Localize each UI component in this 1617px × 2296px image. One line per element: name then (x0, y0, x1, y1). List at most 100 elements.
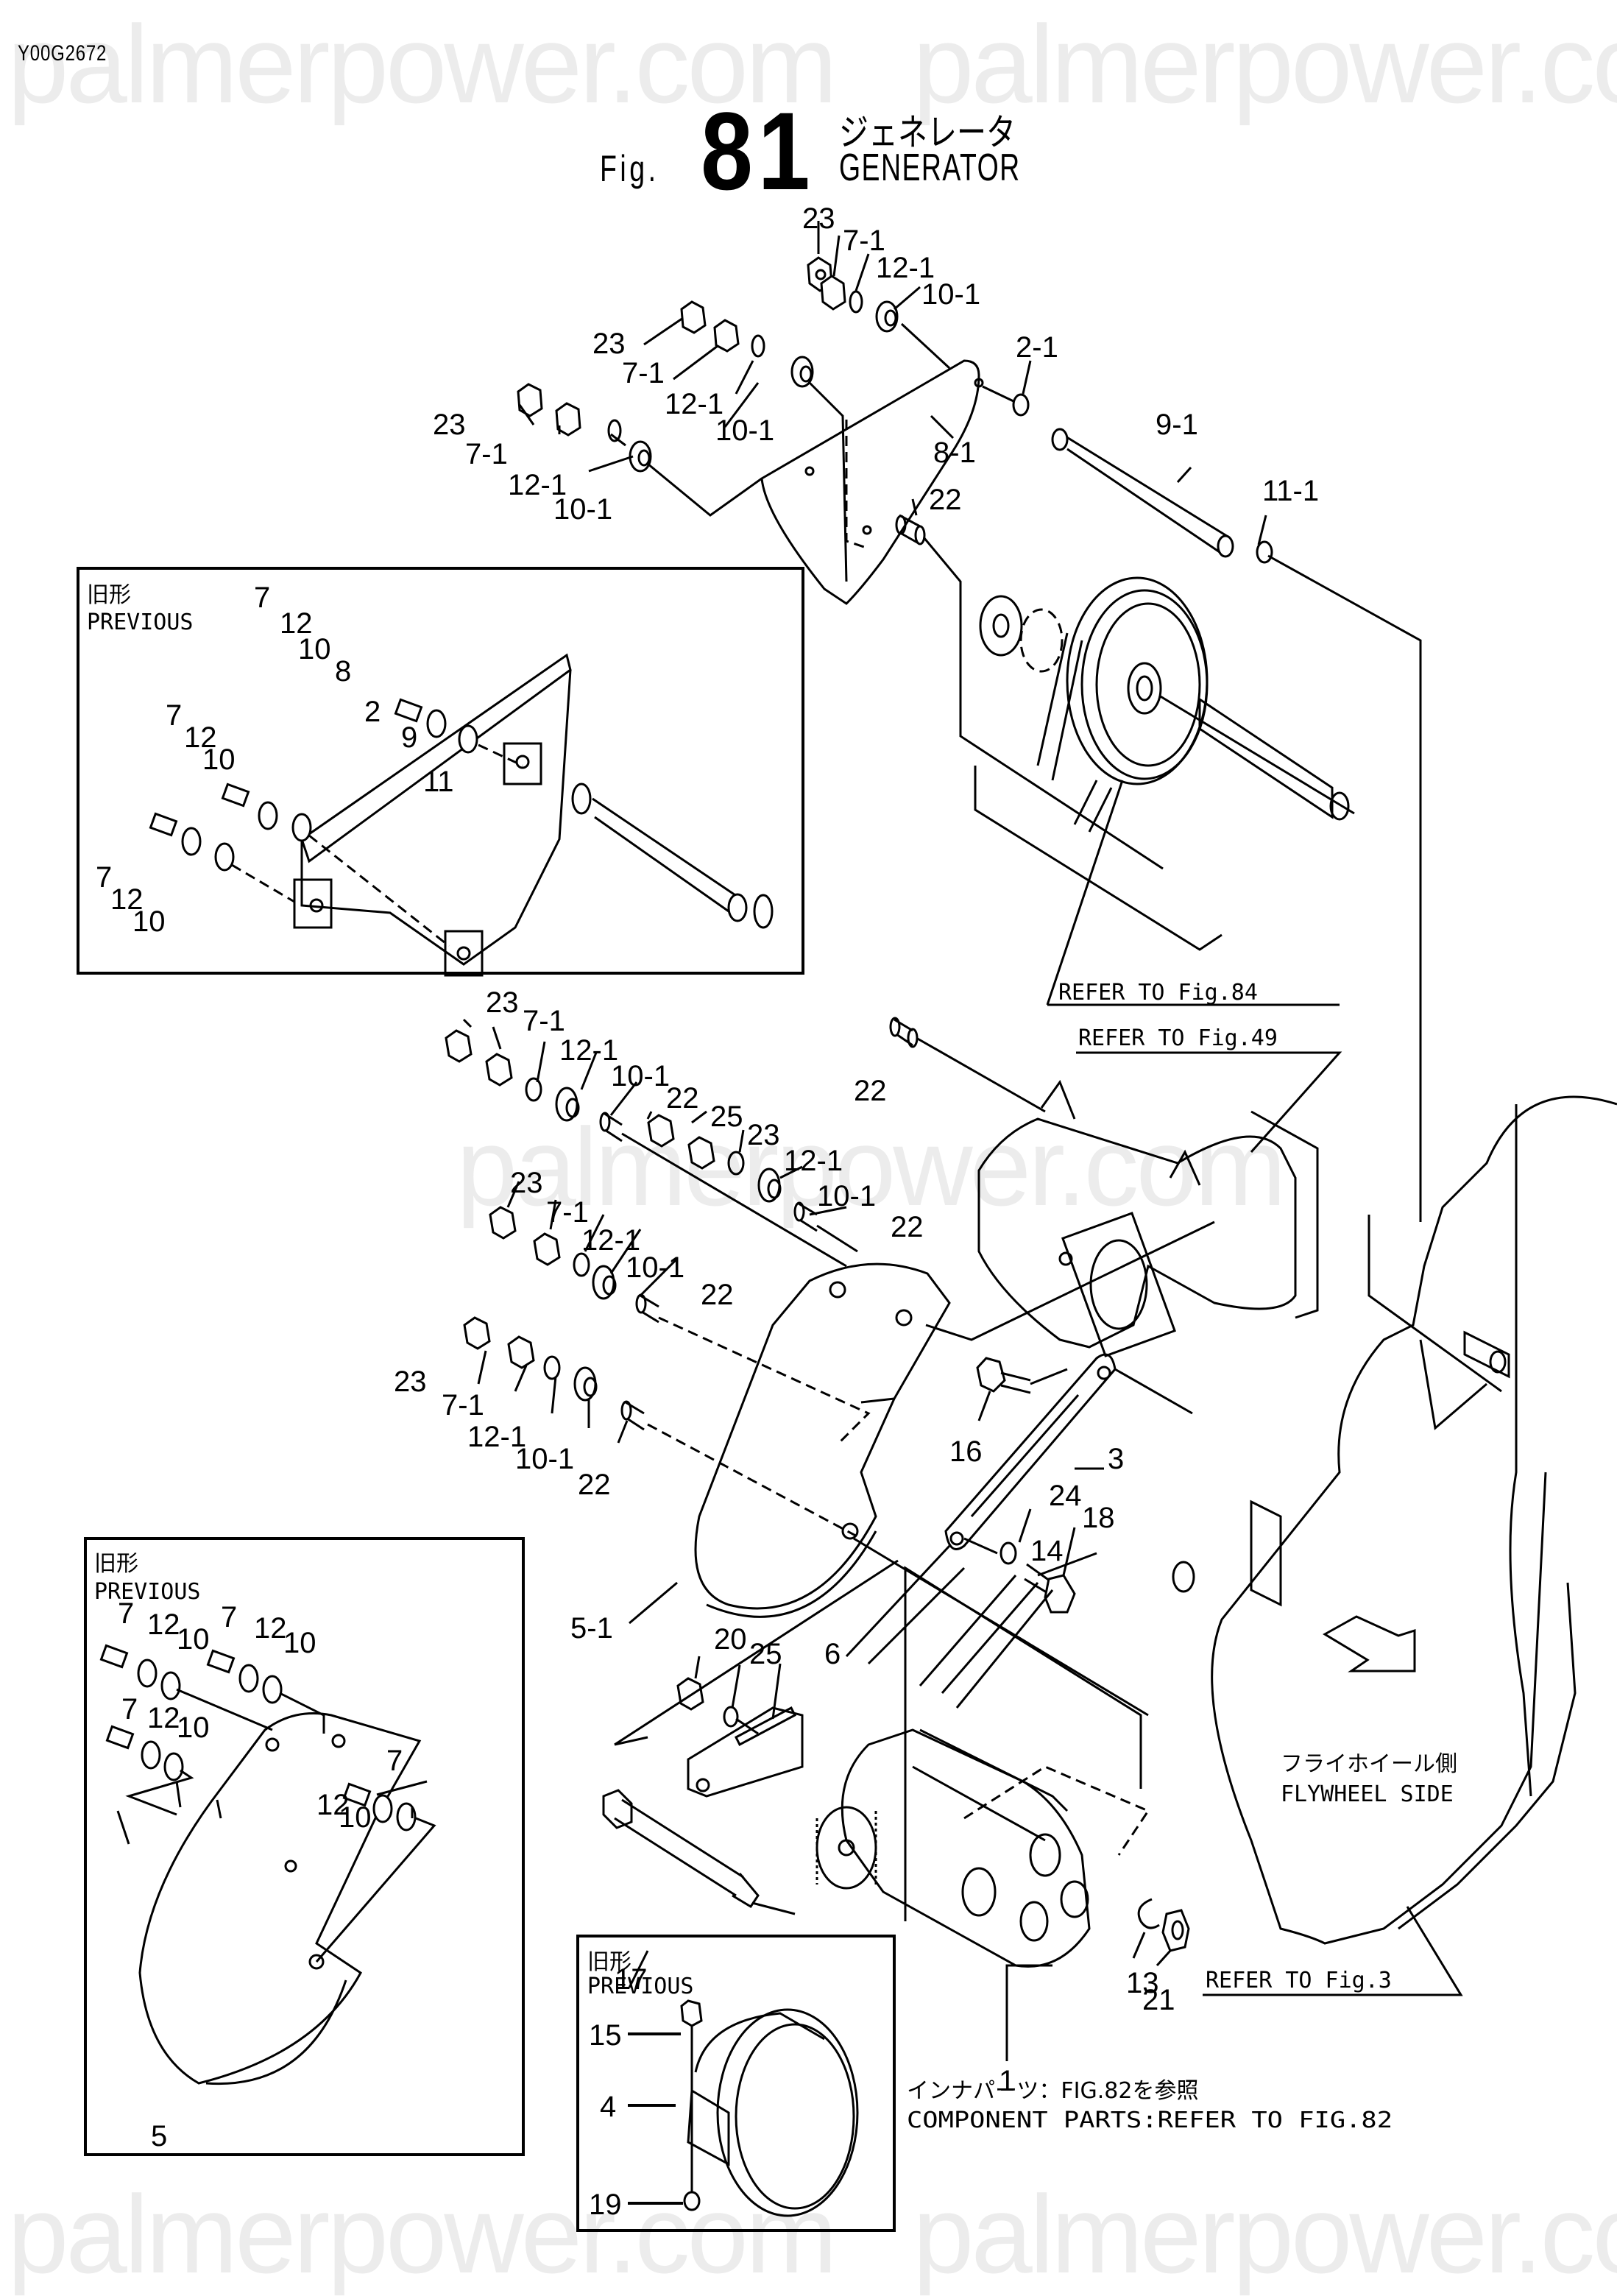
component-note-jp: インナパーツ：FIG.82を参照 (907, 2078, 1198, 2104)
label-2-1: 2-1 (1016, 331, 1058, 364)
label-9-1: 9-1 (1156, 409, 1198, 441)
label-22: 22 (929, 484, 962, 516)
label-10-1: 10-1 (611, 1060, 670, 1092)
label-10: 10 (202, 743, 236, 776)
stud-22-top (895, 514, 926, 545)
label-7-1: 7-1 (523, 1005, 565, 1037)
figure-title-jp: ジェネレータ (839, 111, 1016, 154)
shaft-9-1 (1051, 428, 1273, 564)
label-7: 7 (386, 1745, 403, 1777)
bolt-17 (602, 1789, 796, 1915)
washer-25-lower (723, 1706, 739, 1728)
label-23: 23 (394, 1366, 427, 1398)
label-10: 10 (339, 1801, 372, 1834)
label-12-1: 12-1 (467, 1421, 526, 1453)
label-7: 7 (254, 582, 270, 614)
reference-fig49: REFER TO Fig.49 (1078, 1025, 1278, 1051)
adjust-bar-3 (944, 1353, 1193, 1550)
manifold-housing (977, 1079, 1319, 1357)
label-11-1: 11-1 (1262, 475, 1319, 507)
nut-21 (1161, 1909, 1190, 1952)
label-23: 23 (433, 409, 466, 441)
watermark-bottom-right: palmerpower.com (913, 2172, 1617, 2296)
label-12-1: 12-1 (876, 252, 935, 284)
label-19: 19 (589, 2189, 622, 2221)
label-15: 15 (589, 2019, 622, 2052)
engine-block (1172, 1095, 1617, 1945)
label-10: 10 (177, 1623, 210, 1656)
fastener-stack-2 (680, 300, 814, 388)
label-7-1: 7-1 (622, 357, 665, 389)
inset-title-en: PREVIOUS (587, 1974, 694, 1999)
label-18: 18 (1082, 1502, 1115, 1534)
fastener-row-2 (647, 1114, 818, 1232)
inset-cover-labels: 7 12 10 7 12 10 7 12 10 7 12 10 5 (118, 1597, 403, 2152)
fastener-row-1 (445, 1029, 623, 1142)
label-10-1: 10-1 (626, 1251, 684, 1284)
label-12: 12 (147, 1702, 180, 1734)
component-note-en: COMPONENT PARTS:REFER TO FIG.82 (907, 2108, 1393, 2133)
inset-cover-fasteners (99, 1644, 436, 1963)
label-12-1: 12-1 (559, 1034, 618, 1067)
label-12-1: 12-1 (665, 388, 723, 420)
belt-cover-5-1 (694, 1262, 951, 1618)
inset-bracket-labels: 7 12 10 8 2 9 11 7 12 10 7 12 10 (96, 582, 454, 938)
label-7-1: 7-1 (843, 225, 885, 257)
label-16: 16 (949, 1435, 983, 1468)
watermark-top-left: palmerpower.com (7, 2, 838, 126)
figure-prefix: Fig. (600, 148, 659, 189)
leader-lines (116, 221, 1267, 1988)
label-12: 12 (254, 1612, 287, 1645)
label-22: 22 (666, 1082, 699, 1115)
label-6: 6 (824, 1638, 841, 1670)
label-22: 22 (701, 1279, 734, 1311)
label-21: 21 (1142, 1984, 1175, 2016)
label-2: 2 (364, 696, 381, 728)
label-25: 25 (710, 1101, 743, 1133)
fastener-row-4 (463, 1316, 645, 1431)
bracket-8-1 (760, 359, 984, 605)
document-id: Y00G2672 (18, 41, 107, 66)
label-12: 12 (184, 721, 217, 754)
label-1: 1 (999, 2065, 1015, 2097)
part-labels-lower: 16 3 24 18 5-1 20 25 6 14 17 13 21 1 (570, 1435, 1175, 2097)
label-12-1: 12-1 (508, 469, 567, 501)
label-10-1: 10-1 (715, 414, 774, 447)
label-23: 23 (802, 202, 835, 235)
label-14: 14 (1030, 1535, 1064, 1567)
label-22: 22 (854, 1075, 887, 1107)
nut-20 (676, 1677, 704, 1711)
label-23: 23 (510, 1167, 543, 1199)
label-24: 24 (1049, 1480, 1082, 1512)
label-10: 10 (298, 633, 331, 665)
washer-24 (999, 1541, 1017, 1565)
label-10-1: 10-1 (553, 493, 612, 526)
label-10: 10 (177, 1712, 210, 1744)
label-10-1: 10-1 (515, 1443, 574, 1475)
stud-22-middle (889, 1017, 919, 1048)
inset-title-jp: 旧形 (87, 582, 131, 608)
bolt-16 (976, 1357, 1068, 1394)
inset-title-en: PREVIOUS (94, 1579, 201, 1605)
inset-title-jp: 旧形 (587, 1949, 631, 1975)
washer-2-1 (1012, 393, 1030, 417)
label-23: 23 (486, 986, 519, 1019)
inset-title-en: PREVIOUS (87, 610, 194, 635)
label-12-1: 12-1 (581, 1224, 640, 1257)
label-4: 4 (600, 2091, 616, 2123)
inset-band-labels: 15 4 19 (589, 2019, 622, 2221)
label-10: 10 (283, 1627, 316, 1659)
inset-title-jp: 旧形 (94, 1551, 138, 1577)
label-22: 22 (891, 1211, 924, 1243)
figure-number: 81 (701, 89, 815, 213)
label-3: 3 (1108, 1443, 1124, 1475)
flywheel-arrow-icon (1323, 1615, 1416, 1672)
fastener-row-3 (489, 1206, 659, 1324)
inset-cover-previous: 旧形 PREVIOUS (84, 1537, 525, 2156)
label-8-1: 8-1 (933, 437, 976, 469)
label-5: 5 (151, 2120, 167, 2152)
part-labels-middle: 22 23 7-1 12-1 10-1 22 25 23 12-1 10-1 2… (394, 986, 924, 1501)
label-7: 7 (96, 861, 112, 894)
label-12: 12 (110, 883, 144, 916)
